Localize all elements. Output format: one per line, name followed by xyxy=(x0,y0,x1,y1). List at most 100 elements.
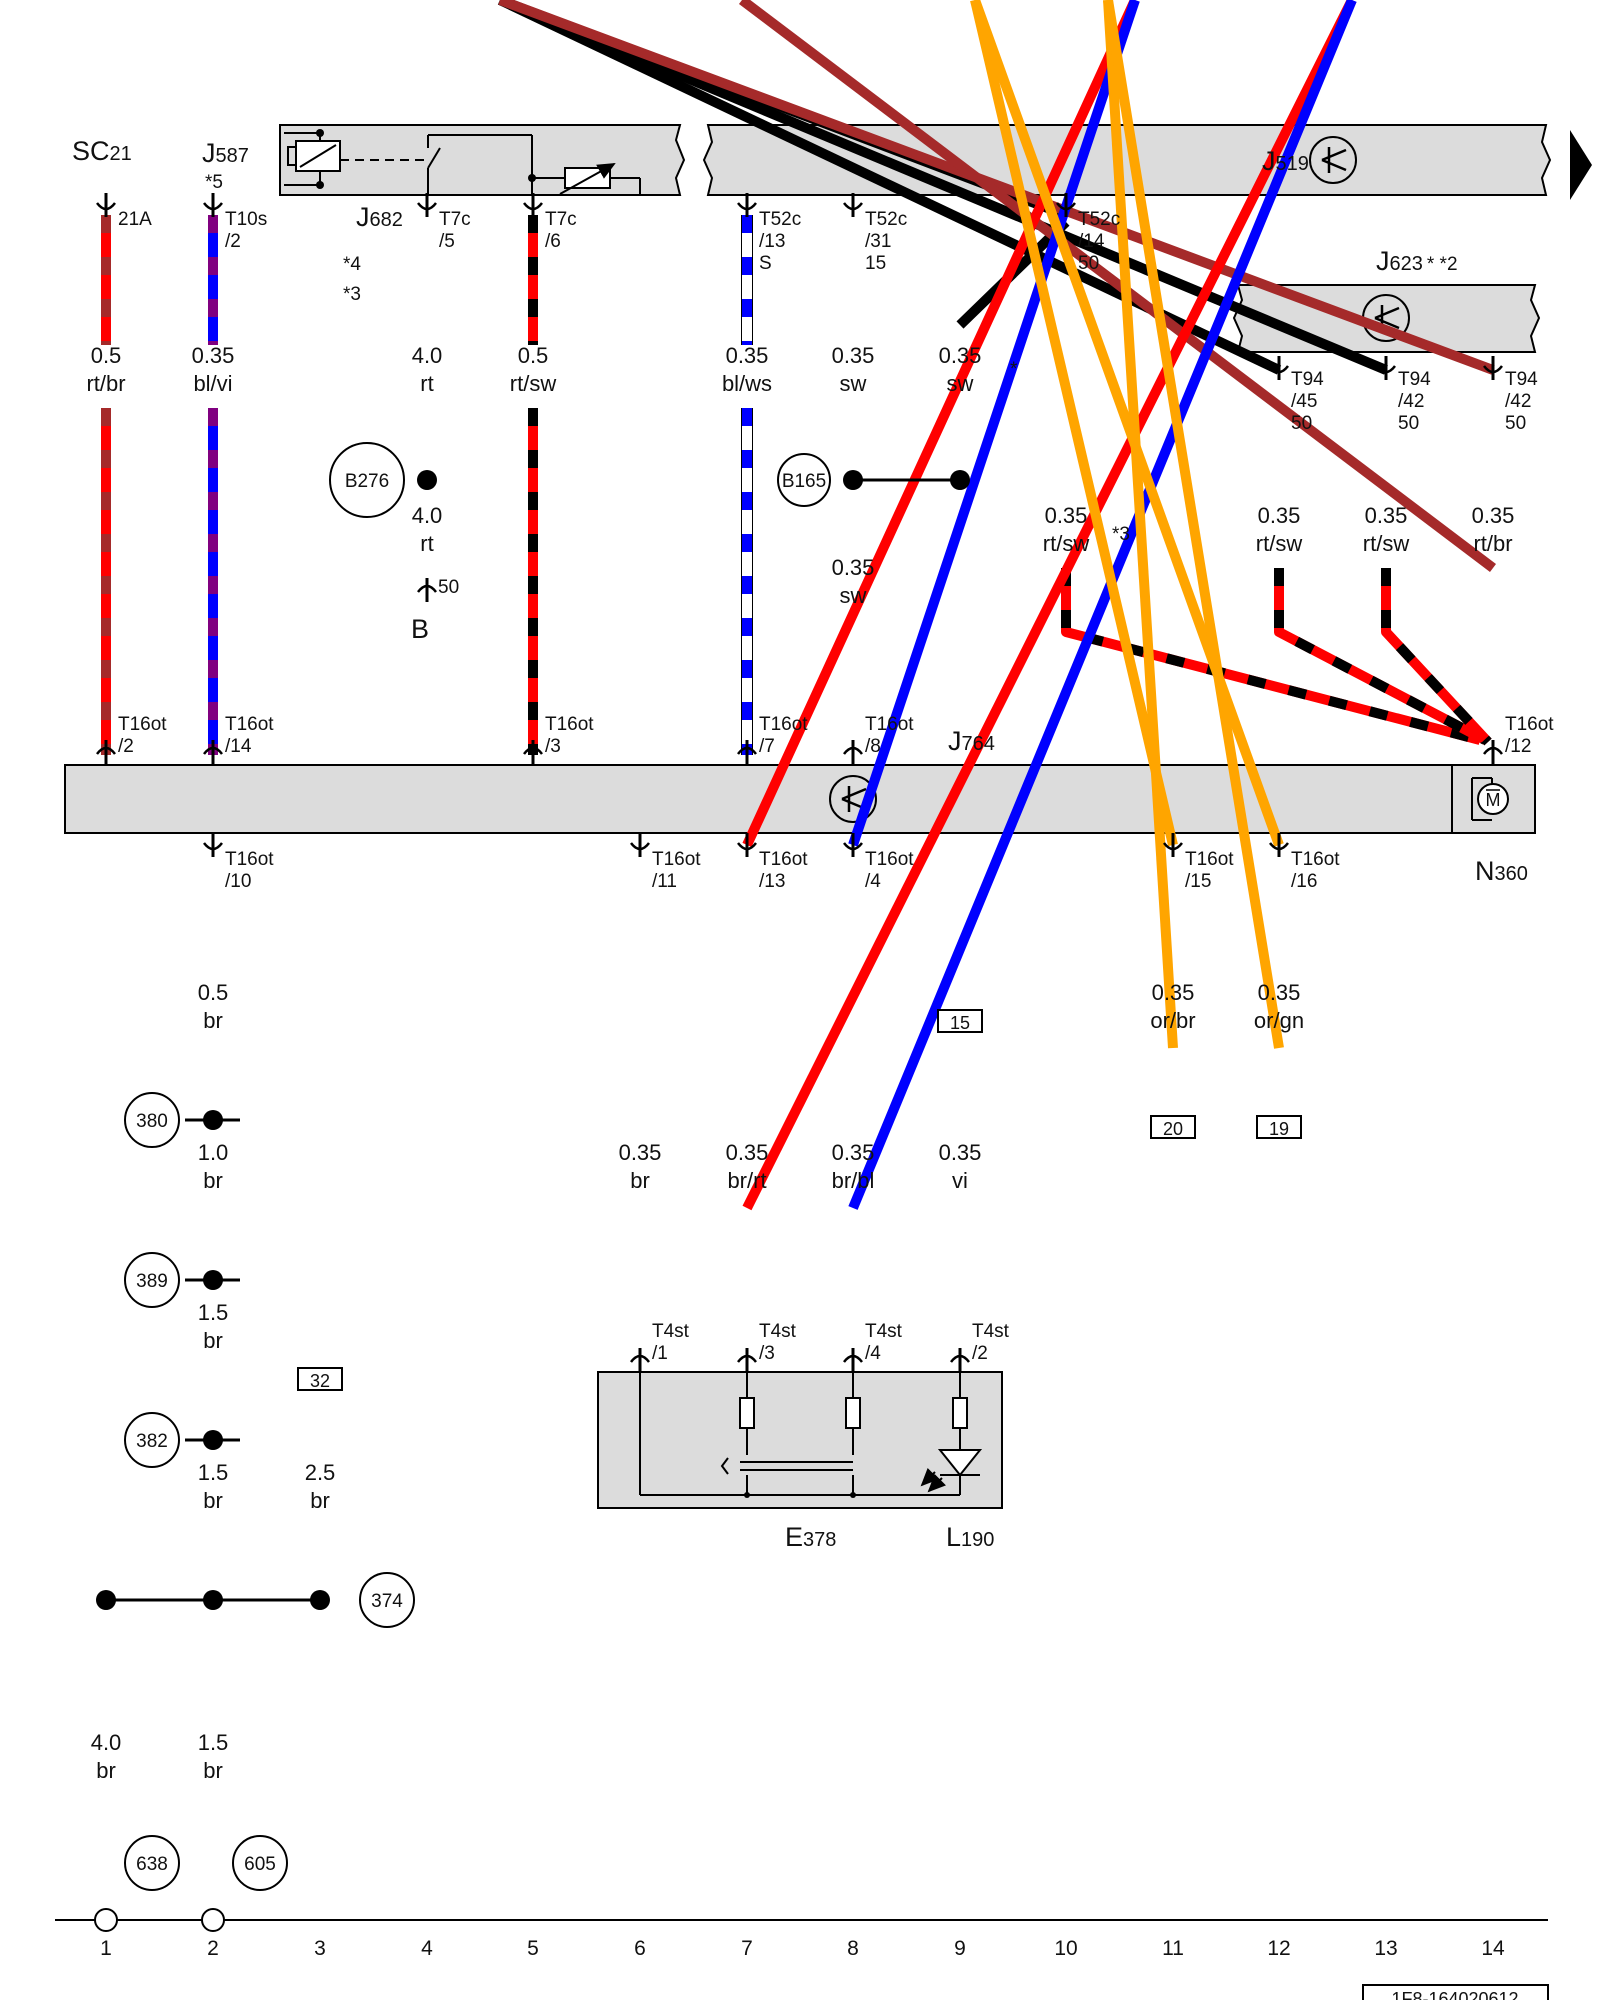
svg-text:20: 20 xyxy=(1163,1119,1183,1139)
connector-label-t16ot-11: T16ot/11 xyxy=(652,849,701,892)
connector-label-t10s-2: T10s/2 xyxy=(225,209,267,252)
connector-symbol xyxy=(950,1348,970,1372)
svg-text:1.5: 1.5 xyxy=(198,1460,229,1485)
terminal-b-label: B 50 xyxy=(411,577,459,644)
svg-text:or/gn: or/gn xyxy=(1254,1008,1304,1033)
column-number: 9 xyxy=(954,1937,966,1960)
connector-label-t16ot-13: T16ot/13 xyxy=(759,849,808,892)
svg-text:0.35: 0.35 xyxy=(1152,980,1195,1005)
wire-rt-sw-col12-b xyxy=(1274,568,1488,745)
wire-label-w17: 1.5br xyxy=(198,1460,229,1513)
undefined xyxy=(427,0,580,570)
connector-symbol xyxy=(203,193,223,217)
connector-symbol xyxy=(843,740,863,764)
svg-text:rt: rt xyxy=(420,531,433,556)
connector-symbol xyxy=(737,740,757,764)
boxed-reference-20: 20 xyxy=(1150,1115,1196,1139)
svg-text:50: 50 xyxy=(1078,253,1099,274)
wire-label-w20: 1.5br xyxy=(198,1730,229,1783)
connector-label-t16ot-2: T16ot/2 xyxy=(118,714,167,757)
reference-circle-605: 605 xyxy=(232,1835,288,1891)
connector-label-t7c-6: T7c/6 xyxy=(545,209,577,252)
connector-symbol xyxy=(737,193,757,217)
column-number: 8 xyxy=(847,1937,859,1960)
svg-text:T52c: T52c xyxy=(1078,209,1120,230)
boxed-reference-19: 19 xyxy=(1256,1115,1302,1139)
j764-control-unit-box: M xyxy=(64,764,1536,834)
svg-text:/5: /5 xyxy=(439,231,455,252)
undefined xyxy=(848,0,1140,847)
svg-text:T16ot: T16ot xyxy=(759,849,808,870)
svg-text:M: M xyxy=(1486,790,1501,810)
svg-text:T94: T94 xyxy=(1398,369,1431,390)
svg-text:br: br xyxy=(203,1008,223,1033)
svg-text:374: 374 xyxy=(371,1591,403,1612)
column-number: 1 xyxy=(100,1937,112,1960)
svg-text:1.0: 1.0 xyxy=(198,1140,229,1165)
wire-label-w15: 1.0br xyxy=(198,1140,229,1193)
svg-text:0.35: 0.35 xyxy=(832,555,875,580)
undefined xyxy=(550,0,853,408)
component-j587-label: J587 *5 xyxy=(202,138,249,193)
svg-text:T52c: T52c xyxy=(865,209,907,230)
svg-text:sw: sw xyxy=(840,583,867,608)
svg-text:T4st: T4st xyxy=(865,1321,903,1342)
column-number: 14 xyxy=(1481,1937,1505,1960)
svg-text:/3: /3 xyxy=(759,1343,775,1364)
svg-text:/13: /13 xyxy=(759,231,785,252)
svg-text:50: 50 xyxy=(1398,413,1419,434)
svg-text:T16ot: T16ot xyxy=(865,849,914,870)
svg-text:0.5: 0.5 xyxy=(198,980,229,1005)
wire-label-w5: 0.5rt/sw xyxy=(510,343,557,396)
svg-text:E378: E378 xyxy=(785,1522,836,1552)
svg-text:*4: *4 xyxy=(343,254,361,275)
component-l190-label: L190 xyxy=(946,1522,994,1552)
connector-label-t16ot-8: T16ot/8 xyxy=(865,714,914,757)
svg-text:21A: 21A xyxy=(118,209,152,230)
svg-text:B276: B276 xyxy=(345,471,389,492)
boxed-reference-32: 32 xyxy=(297,1367,343,1391)
undefined xyxy=(970,0,1284,847)
connector-label-t4st-4: T4st/4 xyxy=(865,1321,903,1364)
j682-relay-box xyxy=(279,124,686,196)
svg-text:sw: sw xyxy=(947,371,974,396)
svg-text:0.35: 0.35 xyxy=(1258,503,1301,528)
svg-text:/1: /1 xyxy=(652,1343,668,1364)
svg-text:T94: T94 xyxy=(1505,369,1538,390)
svg-text:T7c: T7c xyxy=(545,209,577,230)
svg-text:T16ot: T16ot xyxy=(545,714,594,735)
svg-text:1.5: 1.5 xyxy=(198,1300,229,1325)
svg-text:B165: B165 xyxy=(782,471,826,492)
connector-symbol xyxy=(96,193,116,217)
svg-text:sw: sw xyxy=(840,371,867,396)
connector-label-t7c-5: T7c/5 xyxy=(439,209,471,252)
svg-text:br: br xyxy=(310,1488,330,1513)
column-number: 5 xyxy=(527,1937,539,1960)
connector-symbol xyxy=(1163,833,1183,857)
connector-symbol xyxy=(1269,356,1289,380)
reference-circle-382: 382 xyxy=(124,1412,180,1468)
svg-text:br/rt: br/rt xyxy=(727,1168,766,1193)
svg-text:br: br xyxy=(96,1758,116,1783)
reference-circle-374: 374 xyxy=(359,1572,415,1628)
connector-label-t16ot-16: T16ot/16 xyxy=(1291,849,1340,892)
svg-text:T16ot: T16ot xyxy=(652,849,701,870)
svg-text:1.5: 1.5 xyxy=(198,1730,229,1755)
svg-text:0.35: 0.35 xyxy=(619,1140,662,1165)
connector-symbol xyxy=(1483,740,1503,764)
svg-text:0.35: 0.35 xyxy=(1045,503,1088,528)
svg-text:br: br xyxy=(630,1168,650,1193)
connector-label-t16ot-12: T16ot/12 xyxy=(1505,714,1554,757)
column-number: 3 xyxy=(314,1937,326,1960)
